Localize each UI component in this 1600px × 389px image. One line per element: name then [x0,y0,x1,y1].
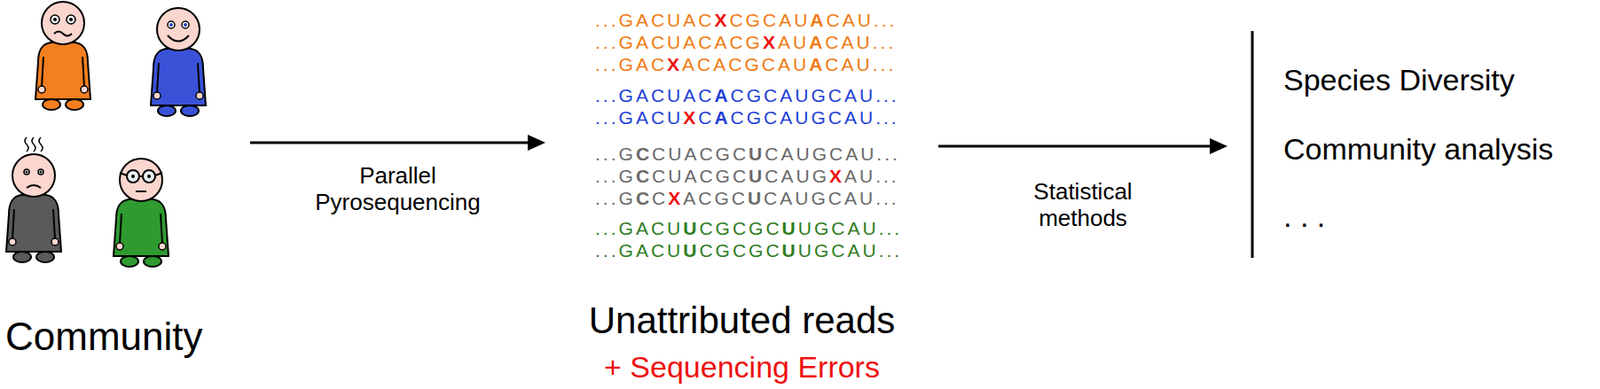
pupil [69,17,73,22]
arms [156,62,200,94]
pupil [53,17,57,22]
mouth [26,185,41,189]
group-label: Community [0,312,251,362]
foot [143,256,162,267]
divider-line [1251,31,1255,259]
group-label: Unattributed reads [545,298,939,344]
eye [66,15,76,24]
reads-group: ...GACUACXCGCAUACAU......GACUACACGXAUACA… [545,0,939,389]
glasses [126,170,140,183]
sequence-read: ...GACUUCGCGCUUGCAU... [545,217,939,240]
arms [119,213,163,244]
sequence-read: ...GCCUACGCUCAUGXAU... [545,164,939,188]
pupil [131,174,135,179]
person-figure [6,137,62,263]
foot [65,99,84,110]
foot [36,251,55,263]
sequence-read: ...GACUACXCGCAUACAU... [545,8,939,32]
person-figure [35,1,91,110]
sequence-read: ...GCCUACGCUCAUGCAU... [545,142,939,165]
head [156,7,200,51]
hand [116,243,124,251]
pupil [25,171,29,174]
foot [42,99,61,110]
person-figure [150,7,206,117]
head [41,1,85,45]
dress [6,195,62,252]
hair [24,137,43,152]
arrow-line [250,141,532,145]
sequence-read: ...GCCXACGCUCAUGCAU... [545,187,939,210]
dress [113,199,169,257]
hand [80,86,88,94]
sequence-read: ...GACUACACGCAUGCAU... [545,84,939,107]
hand [158,243,166,251]
edge-label: Statistical methods [994,178,1172,232]
hand [196,92,204,100]
result-item: . . . [1227,196,1597,236]
dress [35,42,91,100]
person-figure [113,158,169,267]
sequence-read: ...GACXACACGCAUACAU... [545,53,939,76]
pupil [169,23,173,27]
foot [157,105,176,117]
mouth [54,31,72,37]
dress [150,48,206,106]
flow-arrow [938,138,1228,155]
error-note: + Sequencing Errors [545,349,939,385]
flow-arrow [250,134,546,151]
pupil [183,23,188,27]
mouth [167,35,189,42]
eye [38,169,44,175]
pupil [39,171,43,174]
result-item: Community analysis [1227,129,1597,169]
foot [13,251,32,263]
arrow-head [527,134,546,151]
results-group: Species DiversityCommunity analysis . . . [1227,31,1597,259]
hand [51,238,59,246]
foot [180,105,199,117]
eye [181,21,189,29]
arrow-line [938,145,1214,149]
eye [23,169,30,175]
community-group: Community [0,0,251,389]
arrow-head [1209,138,1228,155]
sequence-read: ...GACUUCGCGCUUGCAU... [545,239,939,262]
sequence-read: ...GACUACACGXAUACAU... [545,31,939,54]
arms [12,209,55,240]
hand [153,92,161,100]
head [12,154,55,197]
eye [50,15,60,24]
edge-label: Parallel Pyrosequencing [291,162,505,216]
head [119,158,163,202]
glasses [142,170,156,183]
result-item: Species Diversity [1227,60,1597,100]
eye [167,21,175,29]
pupil [147,174,151,179]
glasses-bridge [119,172,163,177]
foot [120,256,139,267]
hand [38,86,46,94]
sequence-read: ...GACUXCACGCAUGCAU... [545,106,939,129]
hand [8,238,16,246]
mouth [135,190,147,193]
arms [41,56,85,87]
